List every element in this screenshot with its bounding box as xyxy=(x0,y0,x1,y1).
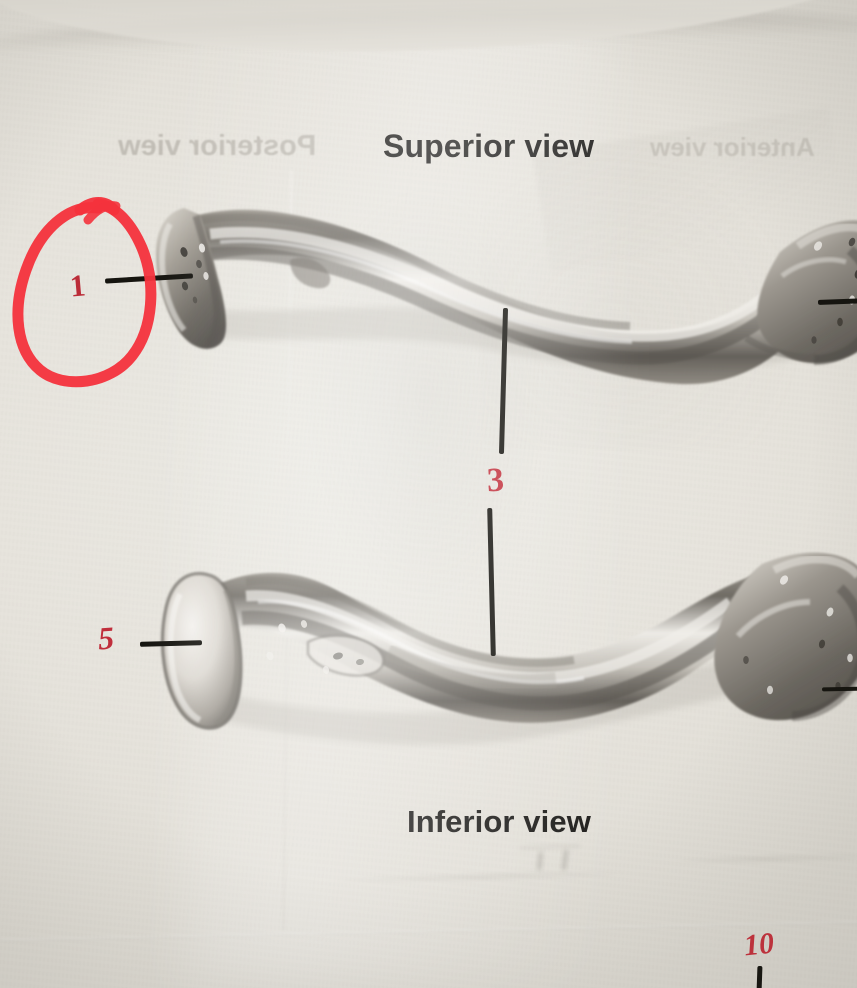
ghost-heading-anterior: Anterior view xyxy=(650,132,815,162)
annotation-label-10: 10 xyxy=(742,926,776,963)
leader-line-10 xyxy=(756,965,763,988)
ghost-heading-posterior: Posterior view xyxy=(118,130,317,162)
annotation-label-3: 3 xyxy=(486,461,505,500)
annotation-label-5: 5 xyxy=(96,619,116,657)
annotation-label-1: 1 xyxy=(68,267,87,304)
leader-line-inferior-lateral xyxy=(821,686,857,692)
heading-superior-view: Superior view xyxy=(383,128,595,164)
heading-inferior-view: Inferior view xyxy=(407,804,591,839)
